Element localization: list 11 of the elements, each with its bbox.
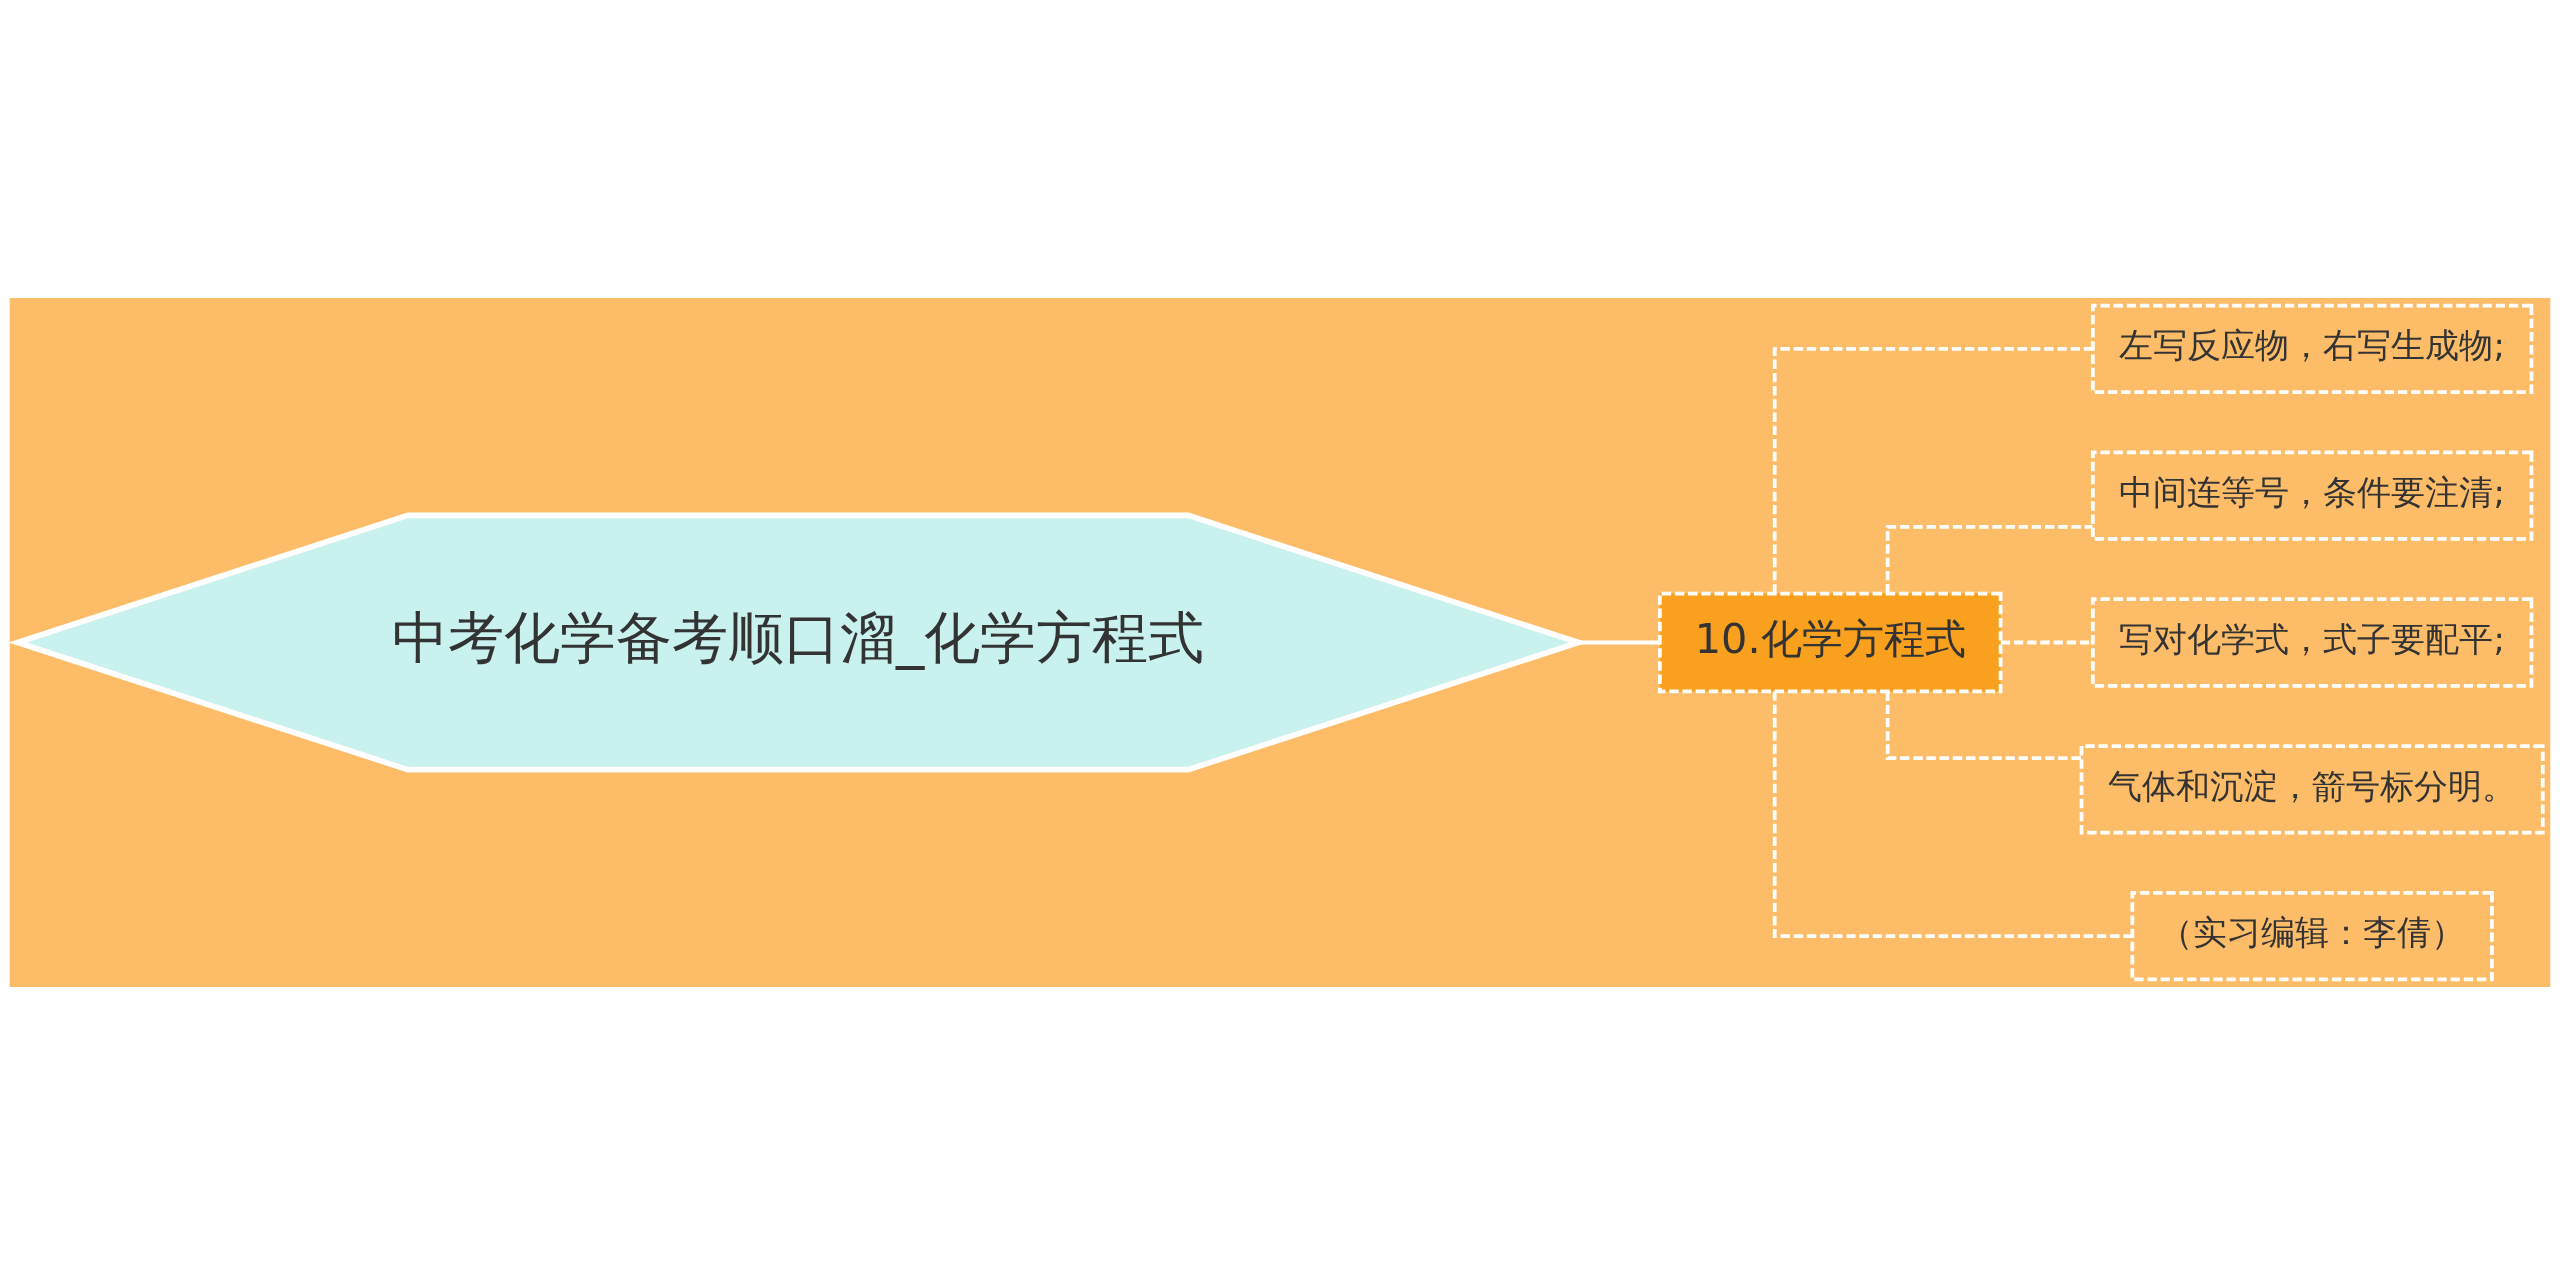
connector <box>1579 640 1660 645</box>
node-box: 中间连等号，条件要注清; <box>2090 450 2534 541</box>
connector <box>1885 525 2093 594</box>
node-box: 10.化学方程式 <box>1657 591 2003 694</box>
node-box: （实习编辑：李倩） <box>2130 891 2494 982</box>
node-box: 左写反应物，右写生成物; <box>2090 303 2534 394</box>
node-box: 气体和沉淀，箭号标分明。 <box>2079 744 2545 835</box>
connector <box>1772 346 2093 594</box>
connector <box>1772 691 2132 939</box>
node-box: 写对化学式，式子要配平; <box>2090 597 2534 688</box>
connector <box>1885 691 2082 760</box>
